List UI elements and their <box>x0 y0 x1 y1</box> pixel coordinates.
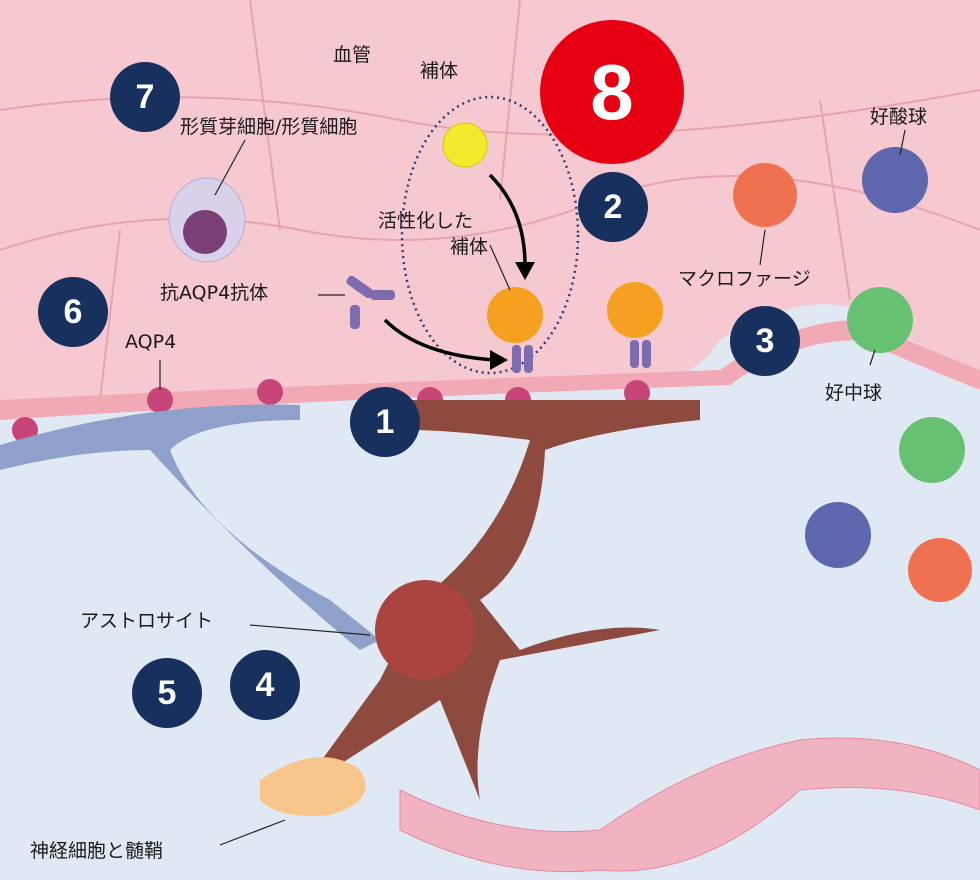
marker-6: 6 <box>38 277 108 347</box>
marker-3: 3 <box>730 306 800 376</box>
marker-8: 8 <box>540 20 684 164</box>
label-plasma-cells: 形質芽細胞/形質細胞 <box>180 116 358 138</box>
astrocyte-blue-process <box>0 404 380 650</box>
label-neutrophil: 好中球 <box>825 382 883 404</box>
marker-2: 2 <box>578 172 648 242</box>
eosinophil-2 <box>805 502 871 568</box>
macrophage-2 <box>908 538 972 602</box>
marker-7: 7 <box>110 62 180 132</box>
label-activated-complement-1: 活性化した <box>378 210 474 232</box>
neutrophil-2 <box>899 417 965 483</box>
label-activated-complement-2: 補体 <box>450 236 489 258</box>
label-astrocyte: アストロサイト <box>80 610 214 632</box>
activated-complement <box>487 287 543 343</box>
label-aqp4: AQP4 <box>125 331 177 353</box>
label-eosinophil: 好酸球 <box>870 106 928 128</box>
neutrophil <box>847 287 913 353</box>
label-macrophage: マクロファージ <box>678 268 811 290</box>
astrocyte-foot <box>300 400 700 800</box>
marker-5: 5 <box>132 658 202 728</box>
activated-complement-2 <box>607 282 663 338</box>
antibodies <box>346 275 651 373</box>
label-blood-vessel: 血管 <box>333 44 372 66</box>
leader-lines <box>159 129 906 846</box>
label-neuron-myelin: 神経細胞と髄鞘 <box>30 840 164 862</box>
endothelium <box>0 320 980 420</box>
label-anti-aqp4-antibody: 抗AQP4抗体 <box>160 282 269 304</box>
marker-4: 4 <box>230 650 300 720</box>
dotted-ellipse <box>400 95 580 375</box>
marker-1: 1 <box>350 387 420 457</box>
blood-vessel-region <box>0 0 980 410</box>
complement <box>442 122 488 168</box>
macrophage <box>733 163 797 227</box>
eosinophil <box>862 147 928 213</box>
label-complement: 補体 <box>420 60 459 82</box>
neuron <box>260 757 366 816</box>
astrocyte-body <box>375 580 475 680</box>
